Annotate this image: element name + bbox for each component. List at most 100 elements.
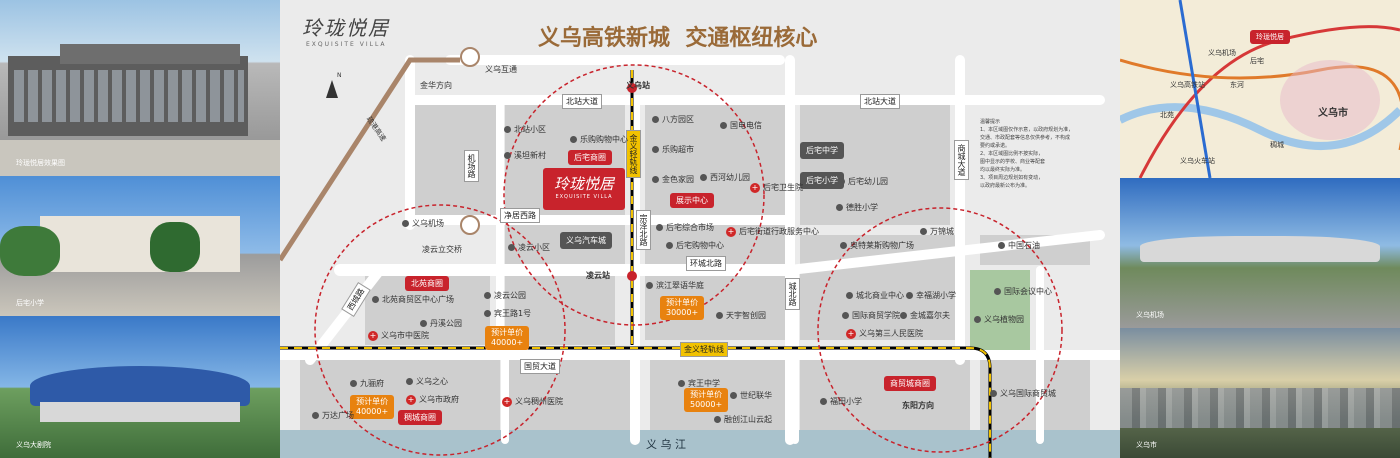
project-badge-text: 玲珑悦居 [553, 175, 614, 193]
poi: 国际会议中心 [994, 286, 1052, 297]
poi: +后宅卫生院 [750, 182, 803, 193]
city-block [800, 360, 970, 430]
poi: 中国石油 [998, 240, 1040, 251]
photo-caption: 义乌市 [1136, 441, 1157, 449]
building-tag: 义乌汽车城 [560, 232, 612, 249]
poi: 义乌植物园 [974, 314, 1024, 325]
poi-icon [900, 312, 907, 319]
trees [150, 222, 200, 272]
road-label: 宗泽北路 [636, 210, 651, 250]
hospital-icon: + [726, 226, 736, 237]
photo-caption: 义乌机场 [1136, 311, 1164, 319]
poi-icon [714, 416, 721, 423]
poi-icon [990, 390, 997, 397]
road-label: 机场路 [464, 150, 479, 182]
poi-icon [906, 292, 913, 299]
city-block [410, 105, 500, 215]
hospital-icon: + [368, 330, 378, 341]
radius-circle [503, 64, 765, 326]
notes-title: 温馨提示 [980, 119, 1001, 125]
regional-label: 稠城 [1270, 141, 1284, 149]
poi: 奥特莱斯购物广场 [840, 240, 914, 251]
poi: 北苑商贸区中心广场 [372, 294, 454, 305]
photo-city: 义乌市 [1120, 328, 1400, 458]
poi-icon [994, 288, 1001, 295]
radius-circle [817, 207, 1063, 453]
poi-icon [350, 380, 357, 387]
compass-icon [324, 80, 340, 98]
building-tag: 后宅中学 [800, 142, 844, 159]
price-tag: 预计单价 30000+ [660, 296, 705, 320]
poi-icon [652, 146, 659, 153]
poi-icon [678, 380, 685, 387]
photo-caption: 义乌大剧院 [16, 441, 51, 449]
road-label: 商城大道 [954, 140, 969, 180]
regional-label: 义乌市 [1318, 108, 1348, 119]
notes-line: 1、本区域图仅作示意，以政府规划为准， [980, 127, 1074, 133]
road-network [280, 47, 1120, 458]
poi-icon [836, 204, 843, 211]
poi: 国际商贸学院 [842, 310, 900, 321]
poi: 乐购购物中心 [570, 134, 628, 145]
poi-icon [974, 316, 981, 323]
poi-icon [730, 392, 737, 399]
building-render-top [60, 44, 240, 64]
compass-label: N [337, 72, 342, 79]
poi: 国电电信 [720, 120, 762, 131]
building-windows [14, 70, 244, 122]
city-block [645, 105, 785, 215]
poi-icon [484, 310, 491, 317]
logo-sub: EXQUISITE VILLA [306, 41, 387, 48]
interchange-icon [460, 47, 480, 67]
poi-icon [840, 242, 847, 249]
station-label: 凌云站 [586, 271, 610, 280]
district-tag: 北苑商圈 [405, 276, 449, 291]
poi-icon [646, 282, 653, 289]
poi: 福田小学 [820, 396, 862, 407]
road-label: 义乌互通 [485, 65, 517, 74]
district-tag: 商贸城商圈 [884, 376, 936, 391]
photo-theatre: 义乌大剧院 [0, 316, 280, 458]
hospital-icon: + [750, 182, 760, 193]
brand-logo: 玲珑悦居 EXQUISITE VILLA [302, 12, 390, 48]
notes-line: 均以最终实际为准。 [980, 167, 1026, 173]
river-label: 义 乌 江 [646, 438, 686, 451]
poi: 金色家园 [652, 174, 694, 185]
project-badge: 玲珑悦居 EXQUISITE VILLA [543, 168, 625, 210]
city-block [970, 270, 1030, 360]
poi-icon [406, 378, 413, 385]
station-marker [627, 271, 637, 281]
poi-icon [666, 242, 673, 249]
river [280, 430, 1120, 458]
photo-airport: 义乌机场 [1120, 178, 1400, 328]
poi-icon [504, 126, 511, 133]
road-label: 金义轻轨线 [680, 342, 728, 357]
regional-pin: 玲珑悦居 [1250, 30, 1290, 44]
radius-circle [314, 204, 566, 456]
poi: +义乌稠州医院 [502, 396, 563, 407]
school-building [40, 216, 240, 272]
notes-line: 2、本区域图比例不按实际， [980, 151, 1044, 157]
poi: 北站小区 [504, 124, 546, 135]
poi-icon [652, 176, 659, 183]
poi-icon [504, 152, 511, 159]
ground [0, 140, 280, 176]
logo-text: 玲珑悦居 [302, 16, 390, 40]
poi-icon [838, 178, 845, 185]
poi-icon [720, 122, 727, 129]
notes-line: 图中显示的学校、商业等配套 [980, 159, 1046, 165]
project-badge-sub: EXQUISITE VILLA [555, 194, 613, 200]
poi: 天宇智创园 [716, 310, 766, 321]
regional-map-drawing [1120, 0, 1400, 178]
road-label: 金义轻轨线 [626, 130, 641, 178]
poi: 溪坦新村 [504, 150, 546, 161]
poi-icon [846, 292, 853, 299]
photo-regional-map: 玲珑悦居 义乌机场 后宅 义乌高铁站 东河 义乌市 北苑 稠城 义乌火车站 [1120, 0, 1400, 178]
poi: 宾王路1号 [484, 308, 531, 319]
station-marker [627, 83, 637, 93]
notes-box: 温馨提示 1、本区域图仅作示意，以政府规划为准， 交通、市政配套等信息仅供参考，… [980, 118, 1105, 190]
price-tag: 预计单价 40000+ [350, 395, 395, 419]
poi: 滨江翠语华庭 [646, 280, 704, 291]
photo-render: 玲珑悦居效果图 [0, 0, 280, 176]
notes-line: 交通、市政配套等信息仅供参考，不构成 [980, 135, 1071, 141]
